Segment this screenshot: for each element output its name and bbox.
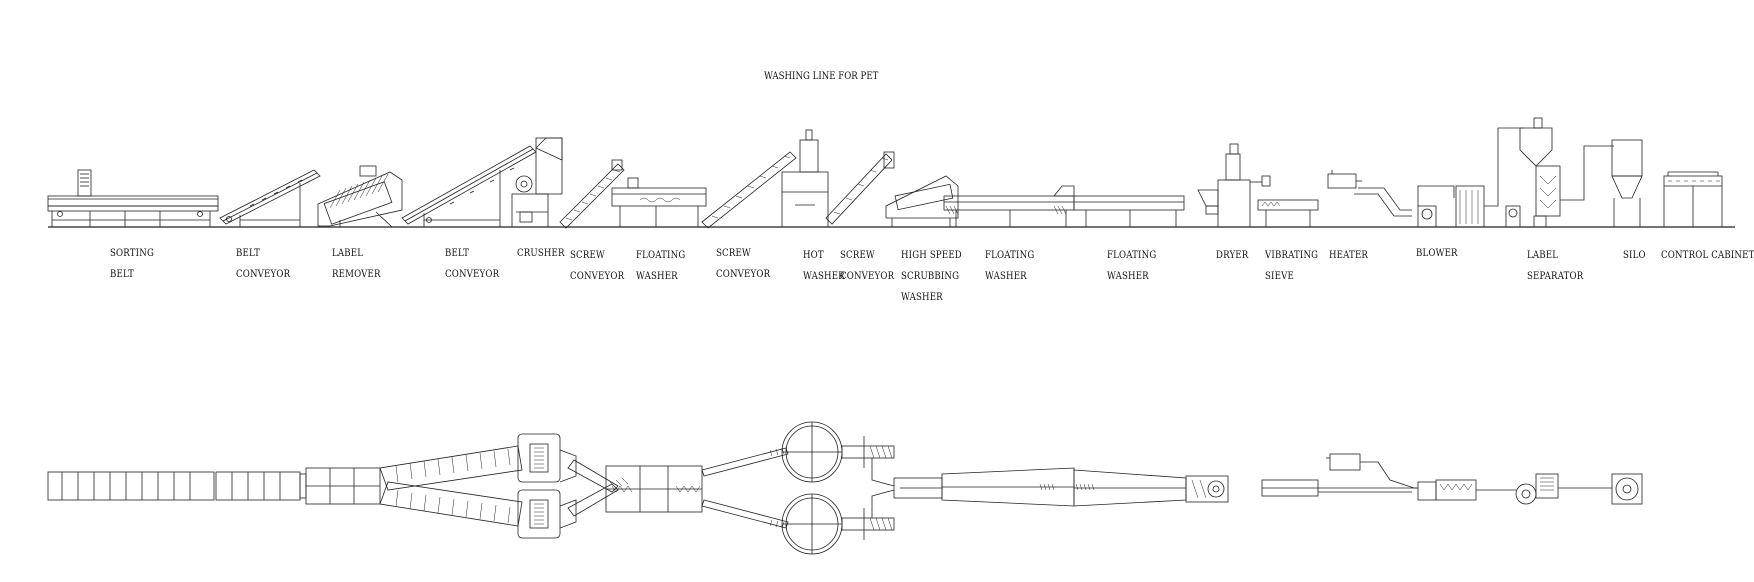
label-floating-washer-3: FLOATING WASHER [1107,249,1157,282]
dryer-machine [1197,143,1251,228]
blower-separator-plan [1417,473,1612,505]
label-separator-machine [1484,117,1561,228]
label-floating-washer-2: FLOATING WASHER [985,249,1035,282]
label-silo: SILO [1623,249,1646,261]
screw-conveyor-3-machine [825,151,895,225]
screw-conveyors-3-plan [841,436,895,540]
label-remover-plan [305,445,523,527]
silo-plan [1611,473,1643,505]
screw-conveyors-diverging-plan [701,447,789,529]
label-screw-conveyor-2: SCREW CONVEYOR [716,247,771,280]
crusher-machine [511,137,563,228]
label-screw-conveyor-3: SCREW CONVEYOR [840,249,895,282]
elevation-view [47,117,1735,229]
dryer-plan [1185,475,1229,503]
control-cabinet-machine [1663,171,1723,228]
high-speed-scrubbing-washer-machine [885,175,959,227]
plan-view [47,421,1643,555]
label-crusher: CRUSHER [517,247,565,259]
drawing-title: WASHING LINE FOR PET [764,70,879,82]
belt-conveyor-2-machine [401,145,537,227]
blower-machine [1417,185,1485,228]
label-belt-conveyor-2: BELT CONVEYOR [445,247,500,280]
label-belt-conveyor-1: BELT CONVEYOR [236,247,291,280]
label-remover-machine [317,165,403,228]
label-control-cabinet: CONTROL CABINET [1661,249,1754,261]
label-label-remover: LABEL REMOVER [332,247,381,280]
washers-line-plan [893,467,1187,507]
crushers-plan [517,433,577,539]
label-screw-conveyor-1: SCREW CONVEYOR [570,249,625,282]
screw-conveyor-2-machine [701,151,797,229]
hot-washers-plan [781,421,843,555]
heater-machine [1327,170,1412,217]
belt-conveyor-1-machine [219,169,321,227]
heater-plan [1318,453,1418,493]
silo-machine [1560,139,1643,227]
screw-conveyors-converging-plan [567,459,629,517]
label-vibrating-sieve: VIBRATING SIEVE [1265,249,1319,282]
floating-washer-3-machine [1053,195,1185,227]
hot-washer-machine [781,129,829,228]
label-heater: HEATER [1329,249,1369,261]
sorting-belt-plan [47,471,307,501]
label-floating-washer-1: FLOATING WASHER [636,249,686,282]
label-blower: BLOWER [1416,247,1458,259]
label-hot-washer: HOT WASHER [803,249,845,282]
label-label-separator: LABEL SEPARATOR [1527,249,1584,282]
sorting-belt-machine [47,169,219,227]
vibrating-sieve-machine [1250,175,1319,227]
label-dryer: DRYER [1216,249,1249,261]
floating-washer-1-plan [605,465,703,513]
floating-washer-1-machine [611,177,707,227]
vibrating-sieve-plan [1261,479,1319,497]
screw-conveyor-1-machine [559,159,625,229]
label-sorting-belt: SORTING BELT [110,247,154,280]
label-high-speed-scrubbing-washer: HIGH SPEED SCRUBBING WASHER [901,249,962,303]
